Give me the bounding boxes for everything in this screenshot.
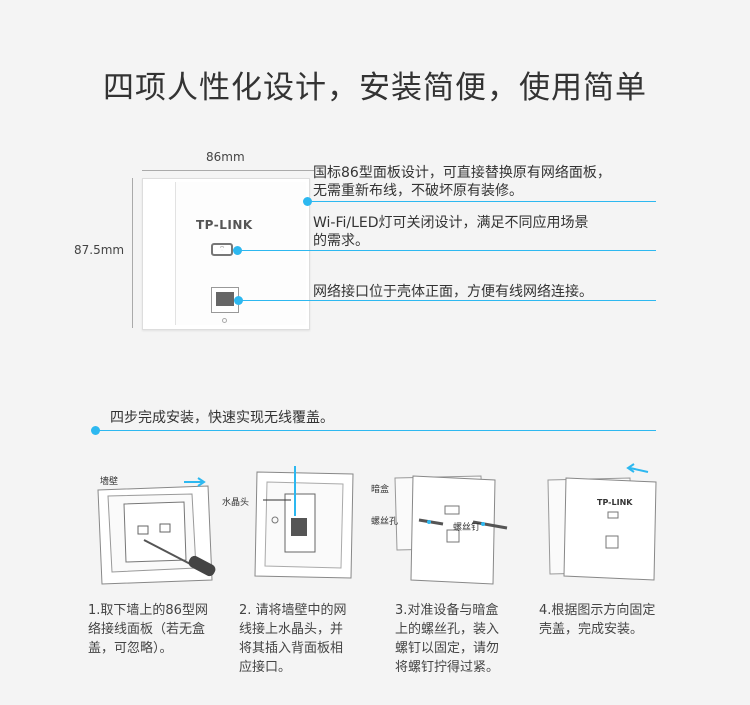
step-3-illustration [394, 475, 508, 585]
step-4-illustration [547, 463, 657, 581]
dark-box-label: 暗盒 [371, 485, 390, 495]
step-1-text: 1.取下墙上的86型网 络接线面板（若无盒 盖，可忽略）。 [88, 601, 208, 658]
feature-2-line-1: Wi-Fi/LED灯可关闭设计，满足不同应用场景 [313, 215, 589, 231]
feature-1: 国标86型面板设计，可直接替换原有网络面板， 无需重新布线，不破坏原有装修。 [313, 164, 611, 200]
step-1-line: 1.取下墙上的86型网 [88, 603, 208, 618]
step-4-line: 4.根据图示方向固定 [539, 603, 656, 618]
callout-dot [303, 197, 312, 206]
callout-line [239, 300, 656, 301]
step-3-line: 将螺钉拧得过紧。 [395, 660, 500, 675]
step-2-illustration [254, 466, 354, 579]
wall-label: 墙壁 [100, 477, 119, 487]
step-1-line: 络接线面板（若无盒 [88, 622, 206, 637]
step-4-line: 壳盖，完成安装。 [539, 622, 644, 637]
step-3-line: 3.对准设备与暗盒 [395, 603, 499, 618]
crystal-head-label: 水晶头 [222, 498, 250, 508]
step-1-line: 盖，可忽略）。 [88, 641, 173, 656]
height-dimension-line [132, 178, 133, 328]
step-3-text: 3.对准设备与暗盒 上的螺丝孔，装入 螺钉以固定，请勿 将螺钉拧得过紧。 [395, 601, 499, 677]
feature-1-line-1: 国标86型面板设计，可直接替换原有网络面板， [313, 165, 611, 181]
step-2-line: 将其插入背面板相 [239, 641, 344, 656]
callout-dot [233, 246, 242, 255]
feature-3-line-1: 网络接口位于壳体正面，方便有线网络连接。 [313, 284, 593, 300]
led-indicator-icon [222, 318, 227, 323]
step-3-line: 螺钉以固定，请勿 [395, 641, 500, 656]
ethernet-port-socket [216, 292, 234, 306]
callout-dot [234, 296, 243, 305]
screw-hole-label: 螺丝孔 [371, 517, 399, 527]
section-dot [91, 426, 100, 435]
step-2-line: 线接上水晶头，并 [239, 622, 344, 637]
wifi-button-icon: ⌔ [211, 243, 233, 256]
brand-logo-small: TP-LINK [597, 498, 633, 507]
screw-label: 螺丝钉 [453, 523, 481, 533]
step-2-line: 应接口。 [239, 660, 292, 675]
feature-3: 网络接口位于壳体正面，方便有线网络连接。 [313, 283, 593, 301]
feature-1-line-2: 无需重新布线，不破坏原有装修。 [313, 183, 523, 199]
height-dimension-label: 87.5mm [74, 243, 125, 257]
page-title: 四项人性化设计，安装简便，使用简单 [103, 70, 647, 106]
width-dimension-label: 86mm [206, 150, 245, 164]
step-3-line: 上的螺丝孔，装入 [395, 622, 500, 637]
callout-line [308, 201, 656, 202]
brand-logo: TP-LINK [196, 218, 253, 232]
step-1-illustration [97, 477, 216, 585]
step-4-text: 4.根据图示方向固定 壳盖，完成安装。 [539, 601, 655, 639]
step-2-text: 2. 请将墙壁中的网 线接上水晶头，并 将其插入背面板相 应接口。 [239, 601, 347, 677]
width-dimension-line [142, 170, 314, 171]
install-heading: 四步完成安装，快速实现无线覆盖。 [110, 410, 334, 426]
feature-2: Wi-Fi/LED灯可关闭设计，满足不同应用场景 的需求。 [313, 214, 589, 250]
feature-2-line-2: 的需求。 [313, 233, 369, 249]
section-line [96, 430, 656, 431]
step-2-line: 2. 请将墙壁中的网 [239, 603, 347, 618]
callout-line [238, 250, 656, 251]
